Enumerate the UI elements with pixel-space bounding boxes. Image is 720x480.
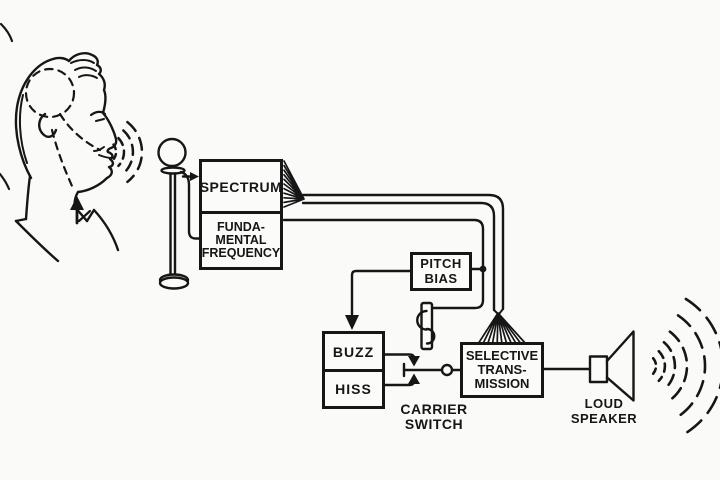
fundamental-label-line2: MENTAL bbox=[215, 232, 267, 247]
selective-label-line2: TRANS- bbox=[477, 361, 527, 377]
fundamental-label-line3: FREQUENCY bbox=[201, 246, 281, 261]
carrier-switch-caption-line1: CARRIER bbox=[400, 401, 468, 417]
hiss-label: HISS bbox=[335, 381, 372, 397]
speaking-head-icon bbox=[14, 52, 120, 263]
spectrum-box: SPECTRUM bbox=[199, 159, 283, 214]
loudspeaker-caption: LOUD SPEAKER bbox=[554, 396, 654, 427]
pitch-valve-icon bbox=[416, 301, 436, 351]
fundamental-to-pitch-wire bbox=[282, 218, 487, 310]
pitch-bias-box: PITCH BIAS bbox=[410, 252, 472, 291]
spectrum-fan-icon bbox=[283, 160, 305, 208]
pitch-to-buzz-arrow bbox=[345, 269, 412, 330]
carrier-switch-caption: CARRIER SWITCH bbox=[384, 401, 484, 433]
frame-edge-marks bbox=[0, 22, 14, 191]
selective-fan-icon bbox=[477, 312, 527, 345]
fundamental-frequency-box: FUNDA- MENTAL FREQUENCY bbox=[199, 214, 283, 270]
carrier-switch-icon bbox=[402, 362, 462, 378]
microphone-icon bbox=[157, 137, 190, 290]
buzz-contact-arrow bbox=[383, 353, 420, 367]
loudspeaker-icon bbox=[588, 330, 635, 402]
hiss-contact-arrow bbox=[383, 373, 420, 387]
selective-label-line1: SELECTIVE bbox=[465, 347, 539, 363]
mic-to-fundamental-wire bbox=[179, 170, 202, 240]
hiss-box: HISS bbox=[322, 372, 385, 409]
loudspeaker-caption-line2: SPEAKER bbox=[570, 410, 638, 426]
buzz-box: BUZZ bbox=[322, 331, 385, 372]
fundamental-label-line1: FUNDA- bbox=[217, 219, 265, 234]
larynx-arrow-icon bbox=[70, 196, 92, 225]
selective-transmission-box: SELECTIVE TRANS- MISSION bbox=[460, 342, 544, 398]
loudspeaker-caption-line1: LOUD bbox=[584, 396, 624, 411]
spectrum-label: SPECTRUM bbox=[199, 178, 283, 195]
buzz-label: BUZZ bbox=[332, 343, 375, 360]
pitch-bias-label-line2: BIAS bbox=[424, 270, 458, 286]
spectrum-cable bbox=[301, 193, 505, 315]
junction-dot-icon bbox=[479, 265, 487, 273]
selective-label-line3: MISSION bbox=[474, 376, 530, 392]
output-waves-icon bbox=[651, 297, 720, 435]
pitch-bias-label-line1: PITCH bbox=[420, 255, 462, 271]
carrier-switch-caption-line2: SWITCH bbox=[404, 416, 464, 433]
speech-waves-icon bbox=[112, 120, 144, 184]
vocal-cavity-dashes bbox=[24, 67, 102, 188]
